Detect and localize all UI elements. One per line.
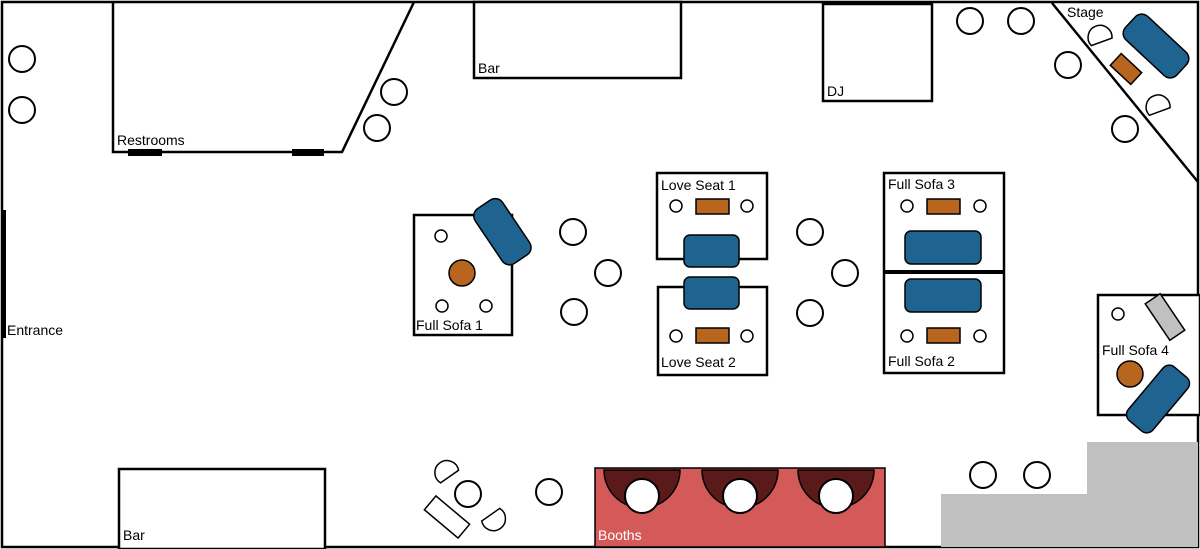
cocktail-chair: [480, 507, 507, 532]
full-sofa-3-table: [926, 198, 961, 215]
cocktail-table: [454, 480, 482, 508]
love-seat-2-sofa: [683, 276, 740, 310]
stool: [559, 218, 587, 246]
chair: [669, 329, 683, 343]
bar-bottom-label: Bar: [123, 527, 145, 543]
booth-table: [624, 478, 660, 514]
full-sofa-4-sofa: [1125, 364, 1191, 434]
stage-chair-bottom: [1145, 94, 1171, 117]
stool: [535, 478, 563, 506]
restroom-door-left: [128, 149, 162, 156]
cocktail-bench: [423, 494, 471, 540]
stage-area: [941, 442, 1198, 547]
stage-label: Stage: [1067, 4, 1104, 20]
chair: [1111, 307, 1125, 321]
stool: [796, 218, 824, 246]
stool: [594, 259, 622, 287]
full-sofa-1-table: [448, 259, 476, 287]
stage-chair-top: [1087, 24, 1113, 47]
chair: [973, 329, 987, 343]
full-sofa-4-table: [1116, 360, 1144, 388]
full-sofa-2-label: Full Sofa 2: [888, 353, 955, 369]
cocktail-chair: [434, 459, 460, 484]
chair: [900, 199, 914, 213]
chair: [434, 229, 448, 243]
stage-edge: [1051, 2, 1199, 183]
restrooms-area: [111, 1, 416, 154]
bar-bottom: [117, 467, 327, 549]
stool: [969, 461, 997, 489]
stool: [1023, 461, 1051, 489]
stool: [8, 96, 36, 124]
love-seat-2-table: [695, 327, 730, 344]
bar-top: [472, 0, 683, 80]
stool: [1054, 51, 1082, 79]
restrooms-label: Restrooms: [117, 132, 185, 148]
chair: [740, 329, 754, 343]
stage-sofa: [1122, 13, 1190, 79]
stool: [8, 45, 36, 73]
stool: [1111, 115, 1139, 143]
full-sofa-4-label: Full Sofa 4: [1102, 342, 1169, 358]
bar-top-label: Bar: [478, 60, 500, 76]
chair: [740, 199, 754, 213]
stool: [831, 259, 859, 287]
entrance-label: Entrance: [7, 322, 63, 338]
full-sofa-2-table: [926, 327, 961, 344]
stage-table: [1109, 52, 1143, 86]
chair: [900, 329, 914, 343]
stool: [1007, 7, 1035, 35]
love-seat-1-sofa: [683, 234, 740, 268]
chair: [435, 299, 449, 313]
full-sofa-1-sofa: [473, 197, 532, 266]
love-seat-1-table: [695, 198, 730, 215]
stool: [560, 298, 588, 326]
chair: [973, 199, 987, 213]
chair: [479, 299, 493, 313]
full-sofa-2-sofa: [904, 278, 982, 313]
booth-table: [722, 478, 758, 514]
dj-label: DJ: [827, 83, 844, 99]
full-sofa-3-label: Full Sofa 3: [888, 176, 955, 192]
booth-table: [818, 478, 854, 514]
chair: [669, 199, 683, 213]
restroom-door-right: [292, 149, 324, 156]
full-sofa-3-sofa: [904, 230, 982, 265]
stool: [363, 114, 391, 142]
stool: [796, 299, 824, 327]
full-sofa-1-label: Full Sofa 1: [416, 317, 483, 333]
stool: [380, 78, 408, 106]
booths-label: Booths: [598, 527, 642, 543]
love-seat-1-label: Love Seat 1: [661, 177, 736, 193]
love-seat-2-label: Love Seat 2: [661, 354, 736, 370]
stool: [956, 7, 984, 35]
full-sofa-4-side-seat: [1144, 292, 1186, 342]
dj-booth: [821, 2, 934, 103]
